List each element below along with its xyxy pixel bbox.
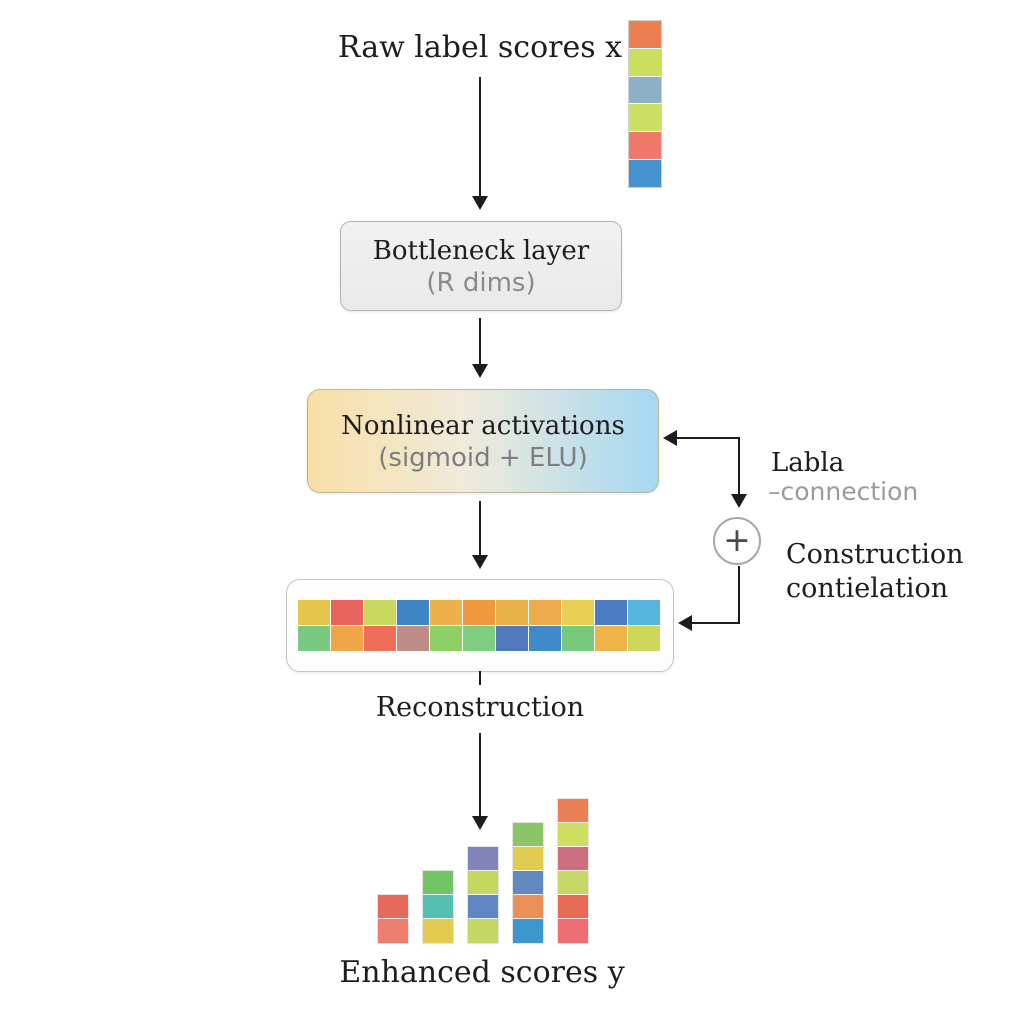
reconstruction-cell xyxy=(528,599,562,626)
output-bar-cell xyxy=(513,895,543,919)
reconstruction-cell xyxy=(363,599,397,626)
score-cell xyxy=(629,160,661,187)
reconstruction-cell xyxy=(594,599,628,626)
reconstruction-cell xyxy=(594,625,628,652)
output-bar-cell xyxy=(513,823,543,847)
reconstruction-cell xyxy=(429,625,463,652)
arrow-left-icon xyxy=(663,430,677,446)
reconstruction-cell xyxy=(396,599,430,626)
reconstruction-cell xyxy=(297,625,331,652)
output-bar xyxy=(557,798,589,944)
arrow-line xyxy=(737,566,741,622)
output-bar-cell xyxy=(423,895,453,919)
output-bar-cell xyxy=(378,919,408,943)
reconstruction-cell xyxy=(297,599,331,626)
sum-label-line1: Construction xyxy=(786,539,964,570)
output-bar-cell xyxy=(468,871,498,895)
output-bar xyxy=(377,894,409,944)
reconstruction-cell xyxy=(561,599,595,626)
reconstruction-cell xyxy=(495,625,529,652)
sum-node: + xyxy=(713,517,761,565)
bottleneck-box: Bottleneck layer (R dims) xyxy=(340,221,622,311)
output-bar-cell xyxy=(558,847,588,871)
reconstruction-cell xyxy=(627,625,661,652)
reconstruction-cell xyxy=(396,625,430,652)
output-bar-cell xyxy=(558,919,588,943)
reconstruction-cell xyxy=(429,599,463,626)
arrow-down-icon xyxy=(731,494,747,508)
output-bar-cell xyxy=(468,919,498,943)
reconstruction-cell xyxy=(561,625,595,652)
skip-label: Labla xyxy=(771,448,845,478)
output-bar-cell xyxy=(558,895,588,919)
reconstruction-cell xyxy=(528,625,562,652)
reconstruction-cell xyxy=(495,599,529,626)
bottleneck-subtitle: (R dims) xyxy=(426,268,536,298)
output-bar-cell xyxy=(378,895,408,919)
activations-title: Nonlinear activations xyxy=(341,411,625,441)
arrow-line xyxy=(737,437,741,494)
sum-label-line2: contielation xyxy=(786,573,949,604)
arrow-down-icon xyxy=(472,364,488,378)
arrow-line xyxy=(478,77,482,196)
reconstruction-label: Reconstruction xyxy=(375,692,585,723)
reconstruction-cell xyxy=(330,625,364,652)
skip-sublabel: –connection xyxy=(768,477,919,506)
reconstruction-tick-line xyxy=(478,671,482,685)
arrow-line xyxy=(677,436,740,440)
output-label: Enhanced scores y xyxy=(339,955,625,990)
output-bar-cell xyxy=(513,847,543,871)
arrow-left-icon xyxy=(678,615,692,631)
score-cell xyxy=(629,76,661,104)
score-cell xyxy=(629,21,661,48)
score-cell xyxy=(629,104,661,132)
output-bar-cell xyxy=(423,919,453,943)
output-bar xyxy=(467,846,499,944)
output-bar-cell xyxy=(558,871,588,895)
output-bar-cell xyxy=(558,799,588,823)
arrow-line xyxy=(478,318,482,364)
output-bar-cell xyxy=(423,871,453,895)
reconstruction-box xyxy=(286,579,674,672)
output-bar xyxy=(512,822,544,944)
input-label: Raw label scores x xyxy=(337,30,623,65)
arrow-line xyxy=(478,501,482,555)
reconstruction-cell xyxy=(462,625,496,652)
reconstruction-cell xyxy=(363,625,397,652)
plus-icon: + xyxy=(723,520,751,559)
arrow-down-icon xyxy=(472,196,488,210)
output-bar-cell xyxy=(468,895,498,919)
output-bar-cell xyxy=(558,823,588,847)
arrow-line xyxy=(478,733,482,816)
reconstruction-cell xyxy=(330,599,364,626)
output-bar-cell xyxy=(513,871,543,895)
score-cell xyxy=(629,132,661,160)
input-score-strip xyxy=(628,20,662,188)
output-bar-cell xyxy=(468,847,498,871)
score-cell xyxy=(629,48,661,76)
activations-box: Nonlinear activations (sigmoid + ELU) xyxy=(307,389,659,493)
arrow-down-icon xyxy=(472,555,488,569)
activations-subtitle: (sigmoid + ELU) xyxy=(378,443,588,473)
output-bar xyxy=(422,870,454,944)
arrow-line xyxy=(692,621,740,624)
output-bar-cell xyxy=(513,919,543,943)
reconstruction-cell xyxy=(462,599,496,626)
reconstruction-cell xyxy=(627,599,661,626)
reconstruction-grid xyxy=(297,599,661,652)
bottleneck-title: Bottleneck layer xyxy=(372,236,590,266)
arrow-down-icon xyxy=(472,816,488,830)
